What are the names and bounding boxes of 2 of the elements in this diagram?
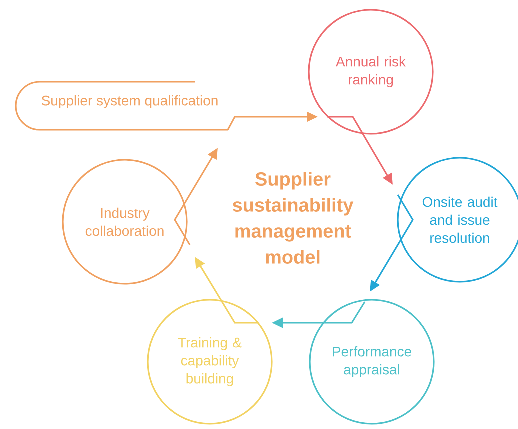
- callout-box: Supplier system qualification: [15, 81, 228, 131]
- title: Supplier sustainability management model: [232, 172, 354, 264]
